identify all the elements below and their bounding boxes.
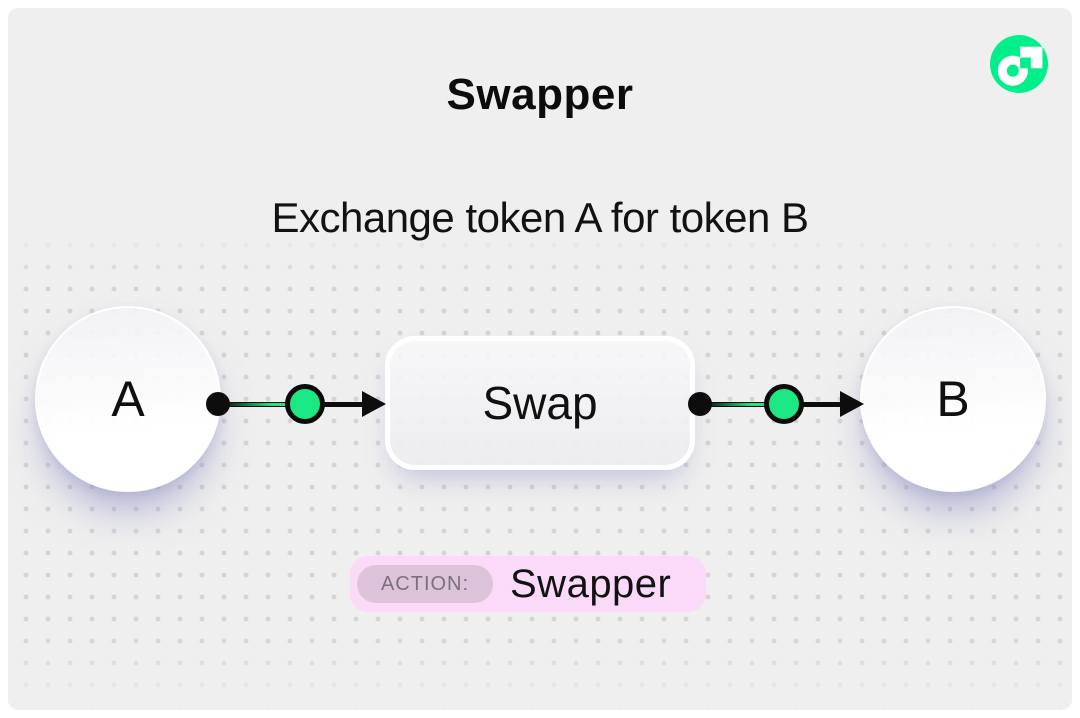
- action-badge-value: Swapper: [510, 561, 672, 606]
- node-token-a: A: [35, 306, 221, 492]
- action-badge-label: ACTION:: [357, 565, 493, 603]
- arrow-right-icon: [362, 391, 386, 417]
- connector-flow-highlight: [704, 403, 784, 406]
- node-swap: Swap: [385, 336, 695, 470]
- connector-start-dot: [206, 392, 230, 416]
- arrow-right-icon: [840, 391, 864, 417]
- node-swap-label: Swap: [482, 377, 598, 429]
- page-subtitle: Exchange token A for token B: [271, 194, 809, 241]
- node-token-a-label: A: [111, 371, 145, 427]
- canvas: Swapper Exchange token A for token B A S…: [8, 8, 1072, 710]
- connector-token-dot: [764, 384, 804, 424]
- connector-flow-highlight: [222, 403, 306, 406]
- connector-a-to-swap: [206, 380, 386, 428]
- connector-swap-to-b: [688, 380, 864, 428]
- connector-token-dot: [285, 384, 325, 424]
- connector-start-dot: [688, 392, 712, 416]
- action-badge: ACTION: Swapper: [350, 556, 706, 612]
- flow-logo-icon: [990, 35, 1048, 93]
- node-token-b-label: B: [936, 371, 970, 427]
- page-title: Swapper: [446, 70, 634, 119]
- node-token-b: B: [860, 306, 1046, 492]
